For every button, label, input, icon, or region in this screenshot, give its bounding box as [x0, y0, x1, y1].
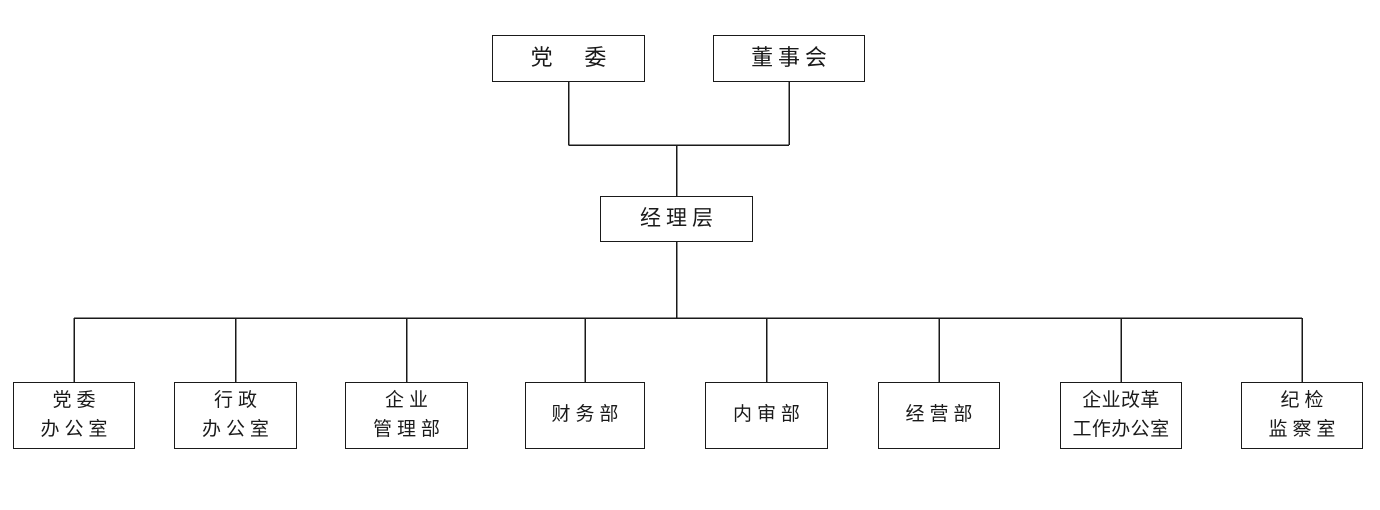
org-node-label: 党委 办公室: [40, 390, 113, 440]
org-node-label: 企业 管理部: [373, 390, 445, 440]
org-node-discipline-inspection-supervision-office: 纪检 监察室: [1241, 382, 1363, 449]
org-node-label: 财务部: [551, 404, 624, 426]
org-node-management-level: 经理层: [600, 196, 753, 242]
org-node-operations-dept: 经营部: [878, 382, 1000, 449]
org-node-enterprise-reform-work-office: 企业改革 工作办公室: [1060, 382, 1182, 449]
org-node-label: 经营部: [905, 404, 978, 426]
org-node-label: 党 委: [530, 45, 612, 71]
org-node-board-of-directors: 董事会: [713, 35, 865, 82]
org-node-party-committee-office: 党委 办公室: [13, 382, 135, 449]
org-node-party-committee: 党 委: [492, 35, 645, 82]
org-node-label: 企业改革 工作办公室: [1072, 390, 1170, 440]
org-node-administrative-office: 行政 办公室: [174, 382, 297, 449]
org-node-label: 行政 办公室: [202, 390, 274, 440]
org-node-label: 董事会: [751, 45, 832, 71]
org-node-label: 纪检 监察室: [1268, 390, 1341, 440]
org-node-enterprise-management-dept: 企业 管理部: [345, 382, 468, 449]
org-node-label: 经理层: [639, 207, 719, 231]
org-node-label: 内审部: [733, 404, 805, 426]
org-node-finance-dept: 财务部: [525, 382, 645, 449]
org-node-internal-audit-dept: 内审部: [705, 382, 828, 449]
